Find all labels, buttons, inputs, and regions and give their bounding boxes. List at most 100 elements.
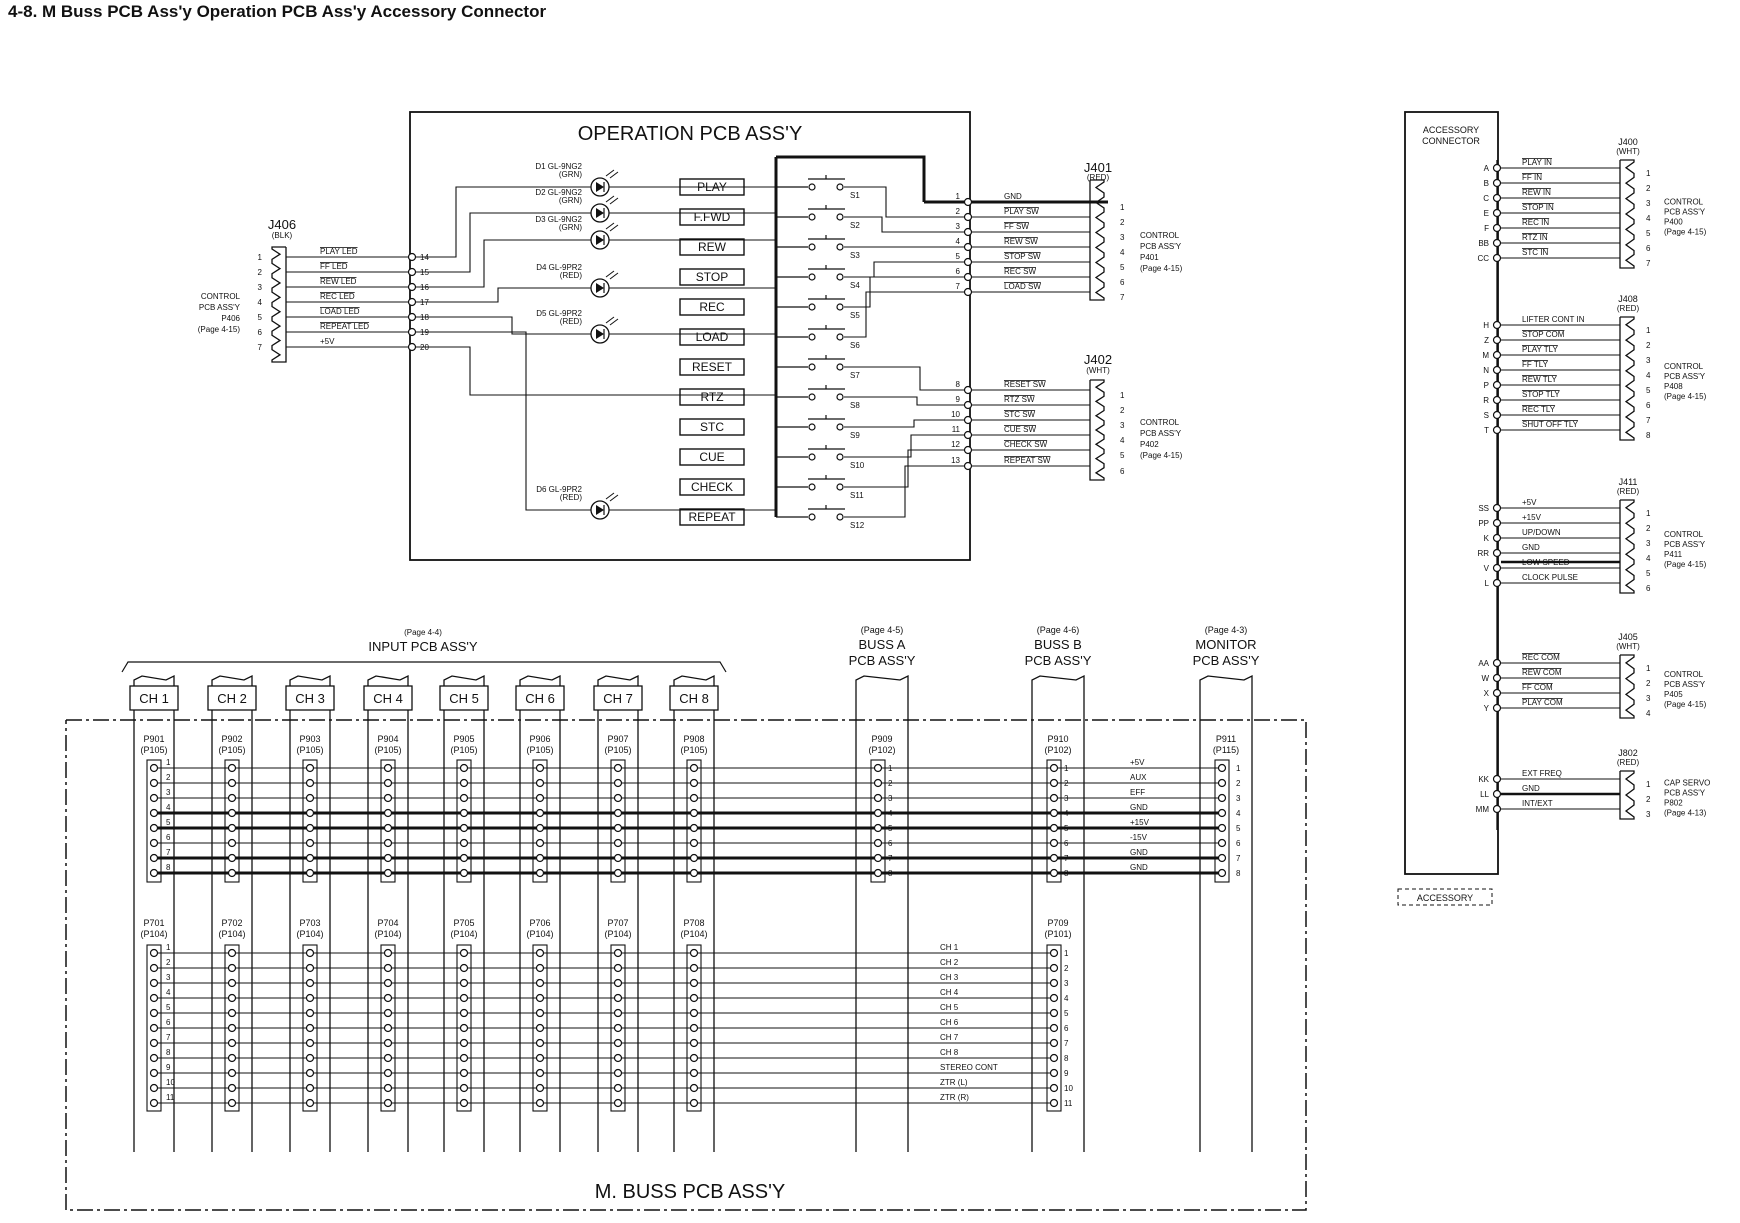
p9-connector-sub: (P105) (218, 745, 245, 755)
upper-bus-terminal (459, 763, 469, 773)
lower-bus-terminal (459, 1053, 469, 1063)
lower-bus-terminal (535, 1098, 545, 1108)
lower-bus-terminal (689, 978, 699, 988)
mbuss-title: M. BUSS PCB ASS'Y (595, 1181, 786, 1203)
accessory-signal: STOP COM (1522, 330, 1565, 339)
lower-bus-terminal (689, 1098, 699, 1108)
j406-pin-number: 1 (258, 253, 263, 262)
accessory-pin-letter: C (1483, 194, 1489, 203)
upper-pin-number: 2 (1236, 779, 1241, 788)
j401-inner-pin: 1 (956, 192, 961, 201)
upper-bus-terminal (1049, 853, 1059, 863)
lower-bus-signal: STEREO CONT (940, 1063, 998, 1072)
led-label: D6 GL-9PR2 (536, 485, 582, 494)
lower-bus-terminal (613, 1023, 623, 1033)
accessory-pin (1492, 253, 1502, 263)
j402-wire (844, 465, 964, 518)
j406-pad (407, 282, 417, 292)
operation-button-label: CUE (699, 450, 724, 464)
lower-bus-signal: CH 6 (940, 1018, 959, 1027)
j401-signal: STOP SW (1004, 252, 1041, 261)
accessory-pin-letter: P (1484, 381, 1489, 390)
accessory-pin-number: 2 (1646, 524, 1651, 533)
switch-contact (808, 513, 816, 521)
lower-bus-terminal (383, 978, 393, 988)
upper-bus-terminal (459, 778, 469, 788)
accessory-signal: PLAY COM (1522, 698, 1563, 707)
operation-button-label: RESET (692, 360, 733, 374)
accessory-pin-letter: B (1484, 179, 1489, 188)
j406-signal: REW LED (320, 277, 357, 286)
switch-label: S12 (850, 521, 865, 530)
lower-bus-terminal (689, 1038, 699, 1048)
accessory-pin-letter: PP (1478, 519, 1489, 528)
led-label: D5 GL-9PR2 (536, 309, 582, 318)
accessory-connector-sub: (RED) (1617, 758, 1640, 767)
p7-connector-name: P703 (299, 918, 320, 928)
j402-connector (1089, 379, 1105, 481)
j402-pin-number: 3 (1120, 421, 1125, 430)
led-label: D1 GL-9NG2 (535, 162, 582, 171)
lower-bus-signal: ZTR (L) (940, 1078, 968, 1087)
led-color: (RED) (560, 271, 583, 280)
accessory-pin-number: 4 (1646, 709, 1651, 718)
upper-bus-terminal (689, 868, 699, 878)
lower-bus-terminal (459, 1083, 469, 1093)
j406-ref: (Page 4-15) (198, 325, 241, 334)
upper-pin-number: 5 (1064, 824, 1069, 833)
lower-bus-terminal (459, 1038, 469, 1048)
j406-pin-number: 3 (258, 283, 263, 292)
accessory-signal: REC COM (1522, 653, 1560, 662)
lower-bus-terminal (1049, 1053, 1059, 1063)
accessory-ref: P411 (1664, 550, 1683, 559)
lower-bus-terminal (383, 993, 393, 1003)
led-diode-symbol (596, 329, 604, 339)
page-title: 4-8. M Buss PCB Ass'y Operation PCB Ass'… (8, 2, 547, 21)
accessory-pin-number: 1 (1646, 509, 1651, 518)
j401-ref: CONTROL (1140, 231, 1180, 240)
upper-pin-number: 8 (1236, 869, 1241, 878)
accessory-pin-letter: AA (1478, 659, 1489, 668)
accessory-pin-number: 5 (1646, 229, 1651, 238)
input-card-outline (443, 674, 485, 1152)
j402-inner-pin: 10 (951, 410, 960, 419)
j402-pad (963, 445, 973, 455)
j402-pad (963, 400, 973, 410)
upper-pin-number: 5 (1236, 824, 1241, 833)
upper-bus-terminal (535, 853, 545, 863)
upper-pin-number: 7 (1064, 854, 1069, 863)
lower-bus-signal: CH 1 (940, 943, 959, 952)
upper-bus-terminal (383, 793, 393, 803)
switch-label: S9 (850, 431, 860, 440)
accessory-ref: (Page 4-15) (1664, 228, 1707, 237)
j402-wire (844, 449, 964, 488)
upper-bus-signal: +5V (1130, 758, 1145, 767)
connector-pad-strip (532, 759, 548, 883)
upper-bus-terminal (227, 823, 237, 833)
accessory-ref: CONTROL (1664, 198, 1704, 207)
accessory-pin-letter: E (1484, 209, 1489, 218)
channel-box (207, 685, 257, 711)
upper-bus-terminal (535, 778, 545, 788)
j402-ref: PCB ASS'Y (1140, 429, 1182, 438)
accessory-pin-number: 1 (1646, 169, 1651, 178)
upper-pin-number: 2 (166, 773, 171, 782)
accessory-connector-name: J802 (1618, 748, 1638, 758)
lower-bus-terminal (149, 1068, 159, 1078)
led-color: (RED) (560, 493, 583, 502)
lower-bus-terminal (149, 993, 159, 1003)
accessory-signal: GND (1522, 543, 1540, 552)
upper-bus-terminal (1049, 868, 1059, 878)
lower-bus-terminal (305, 993, 315, 1003)
led-emit-arrow (609, 224, 619, 232)
upper-pin-number: 3 (888, 794, 893, 803)
p7-connector-sub: (P104) (296, 929, 323, 939)
j406-signal: REPEAT LED (320, 322, 369, 331)
led-diode-symbol (596, 182, 604, 192)
accessory-pin (1492, 548, 1502, 558)
upper-bus-terminal (613, 778, 623, 788)
lower-bus-terminal (613, 1098, 623, 1108)
input-card-outline (211, 674, 253, 1152)
channel-label: CH 3 (295, 691, 325, 706)
led-emit-arrow (609, 197, 619, 205)
